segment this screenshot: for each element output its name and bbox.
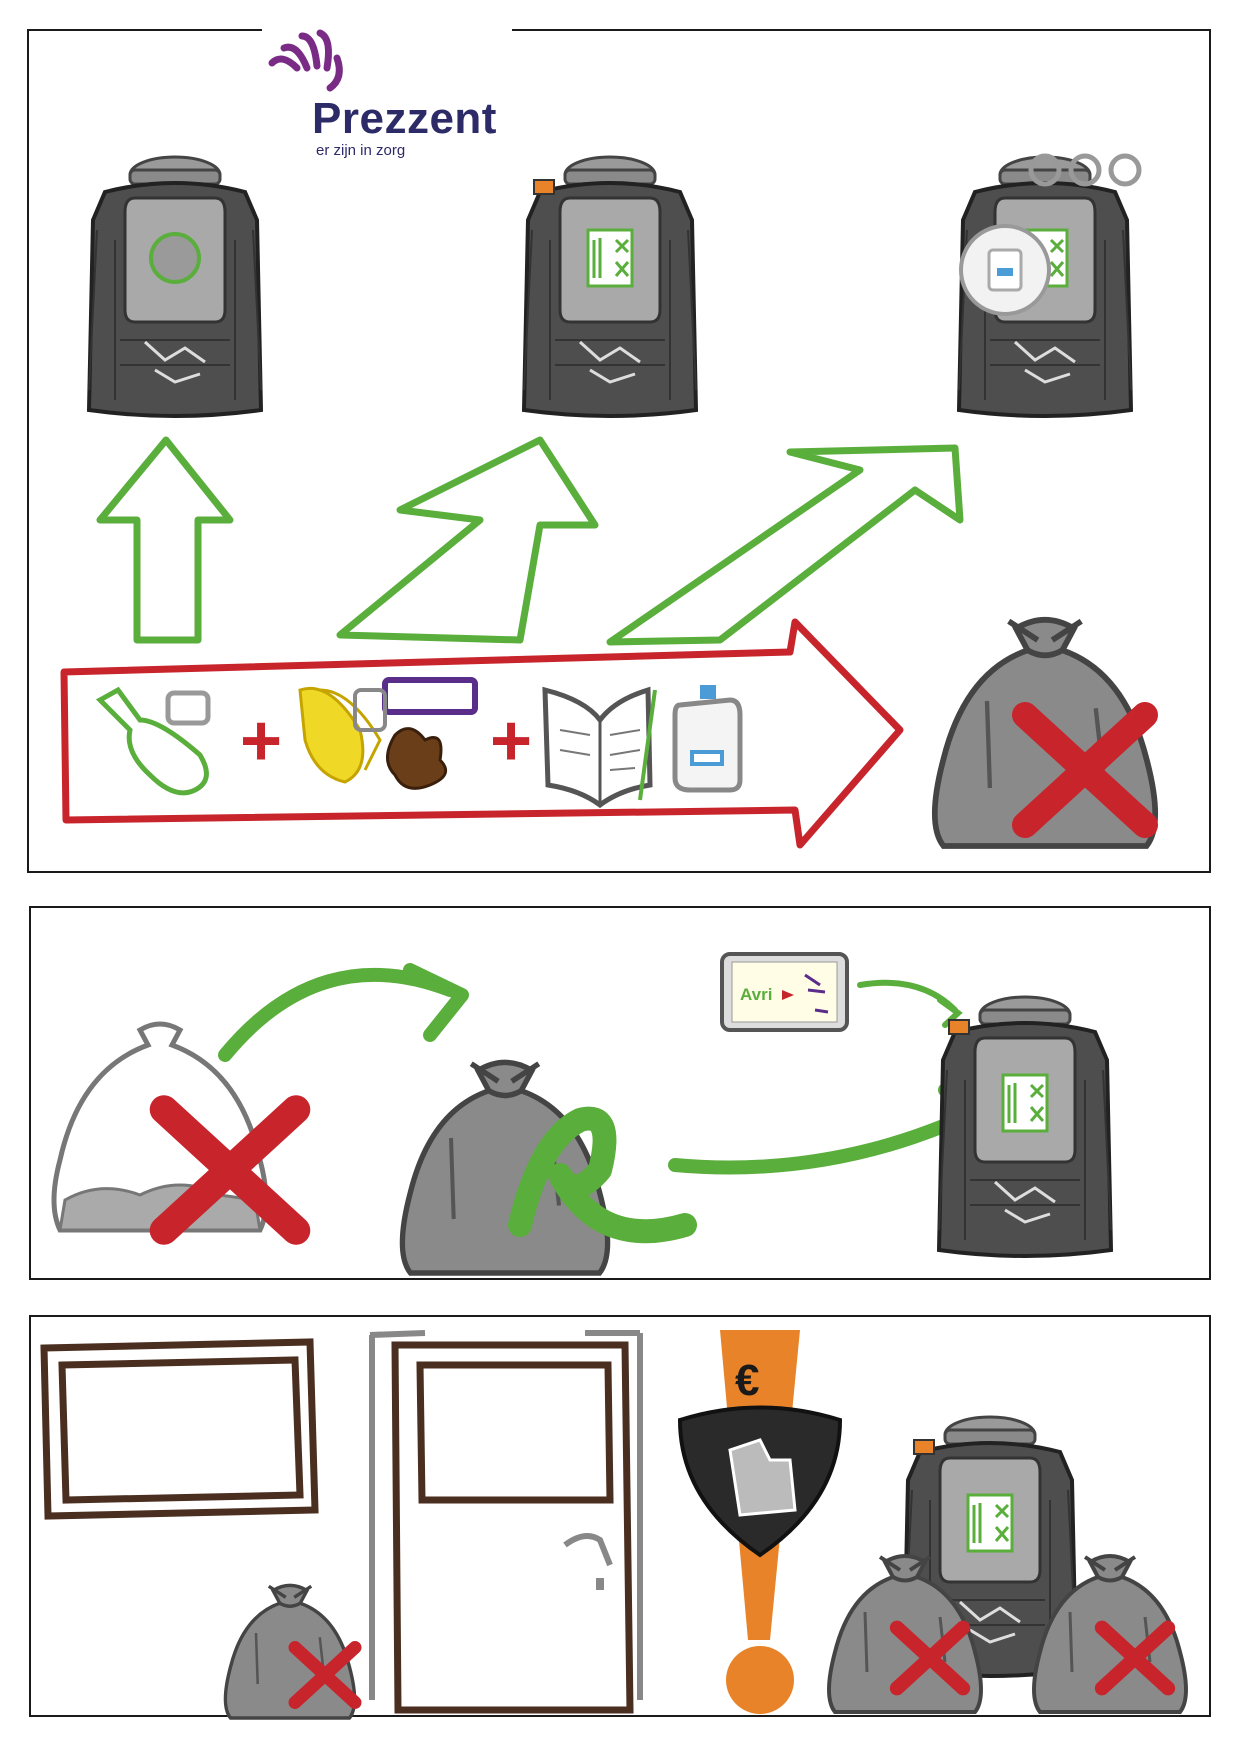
arrow-right-up-icon bbox=[606, 444, 964, 646]
access-card-icon: Avri bbox=[720, 952, 849, 1032]
card-label: Avri bbox=[740, 985, 772, 1004]
logo-tagline: er zijn in zorg bbox=[316, 142, 406, 159]
logo-name: Prezzent bbox=[312, 94, 497, 143]
arrow-up-right-icon bbox=[336, 436, 599, 644]
panel-sorting: + + bbox=[27, 29, 1211, 873]
window-icon bbox=[40, 1338, 319, 1520]
plus-sign-1: + bbox=[240, 701, 282, 781]
glass-bottle-icon bbox=[95, 686, 211, 796]
arrow-head-icon bbox=[403, 963, 469, 1042]
mixed-waste-arrow-icon bbox=[60, 618, 904, 849]
panel-bag-use: Avri bbox=[29, 906, 1211, 1280]
keys-icon bbox=[959, 153, 1142, 316]
detergent-bottle-icon bbox=[672, 685, 743, 793]
prezzent-logo: Prezzent er zijn in zorg bbox=[262, 28, 512, 163]
tie-knot-icon bbox=[508, 1106, 697, 1244]
euro-sign: € bbox=[735, 1356, 759, 1405]
container-general bbox=[87, 155, 263, 418]
hand-logo-icon bbox=[268, 29, 343, 92]
organic-waste-icon bbox=[298, 677, 478, 790]
arrow-up-icon bbox=[96, 436, 234, 644]
panel-outside-fine: € bbox=[29, 1315, 1211, 1720]
newspaper-icon bbox=[542, 686, 657, 809]
container-card bbox=[902, 1415, 1078, 1678]
container-card bbox=[522, 155, 698, 418]
police-badge-icon bbox=[677, 1405, 843, 1558]
door-icon bbox=[369, 1330, 643, 1714]
plus-sign-2: + bbox=[490, 701, 532, 781]
container-card bbox=[937, 995, 1113, 1258]
container-keys bbox=[957, 153, 1142, 418]
